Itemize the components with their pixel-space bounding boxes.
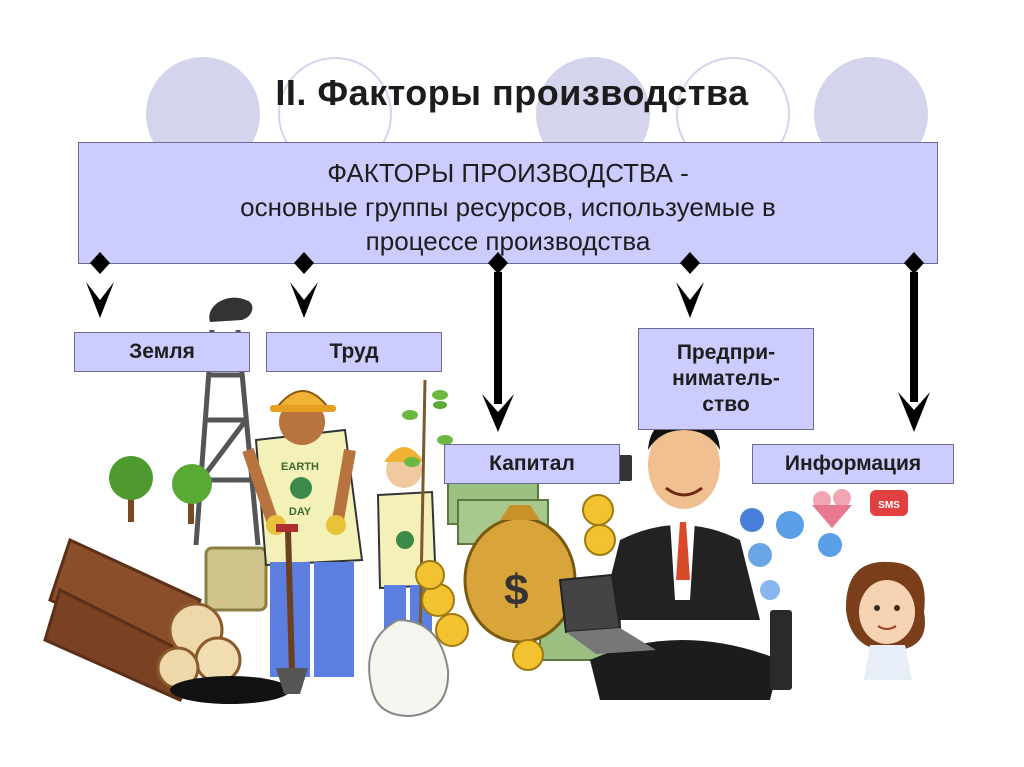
factor-label: Земля: [129, 340, 195, 363]
shirt-text: EARTH: [281, 461, 319, 473]
woman-icon: [845, 561, 925, 680]
shirt-text: DAY: [289, 506, 312, 518]
oil-puddle-icon: [170, 676, 290, 704]
seed-bag-icon: [368, 618, 450, 718]
factor-labor: Труд: [266, 332, 442, 372]
factor-label: Информация: [784, 452, 922, 475]
definition-box: ФАКТОРЫ ПРОИЗВОДСТВА - основные группы р…: [78, 142, 938, 264]
factor-label-line: Предпри-: [676, 341, 776, 364]
sapling-icon: [402, 379, 453, 641]
arrow-information: [898, 252, 930, 432]
laptop-icon: [558, 573, 656, 654]
definition-line: ФАКТОРЫ ПРОИЗВОДСТВА -: [327, 158, 689, 188]
factor-label-line: ниматель-: [672, 367, 780, 390]
shovel-blade-icon: [276, 668, 308, 694]
arrow-capital: [482, 252, 514, 432]
barrel-icon: [204, 546, 268, 612]
arrow-labor: [290, 252, 318, 318]
tree-icon: [109, 456, 212, 524]
shovel-handle-icon: [276, 524, 298, 532]
factor-information: Информация: [752, 444, 954, 484]
money-icon: [415, 479, 621, 671]
info-icons-cluster: [740, 489, 908, 600]
oil-pump-head-icon: [209, 297, 253, 322]
sms-badge: SMS: [878, 500, 900, 511]
dollar-sign: $: [504, 566, 528, 615]
factor-land: Земля: [74, 332, 250, 372]
factor-capital: Капитал: [444, 444, 620, 484]
factor-entrepreneurship: Предпри- ниматель- ство: [638, 328, 814, 430]
shovel-icon: [285, 529, 295, 673]
factor-label: Труд: [329, 340, 379, 363]
definition-line: основные группы ресурсов, используемые в: [240, 192, 776, 222]
arrow-land: [86, 252, 114, 318]
slide-title: II. Факторы производства: [275, 72, 749, 113]
definition-line: процессе производства: [365, 226, 651, 256]
factor-label: Капитал: [489, 452, 575, 475]
arrow-entrepreneurship: [676, 252, 704, 318]
factor-label-line: ство: [702, 393, 750, 416]
businessman-icon: [590, 416, 792, 700]
globe-icon: [290, 477, 312, 499]
logs-icon: [43, 537, 242, 702]
